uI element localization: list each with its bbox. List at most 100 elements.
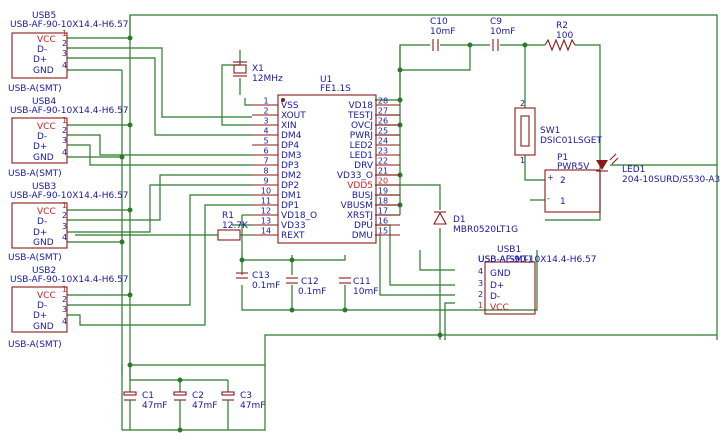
c3-plate-pos xyxy=(221,391,235,396)
d1-triangle xyxy=(433,211,447,225)
d1-value: MBR0520LT1G xyxy=(453,225,518,235)
led1-ray-1 xyxy=(609,153,617,161)
u1-pin-number: 24 xyxy=(378,137,388,146)
u1-pin-name: DP3 xyxy=(281,161,299,171)
r1-body xyxy=(217,229,241,241)
u1-pin-name: LED2 xyxy=(350,141,373,151)
capacitor-c1: C1 47mF xyxy=(123,380,167,430)
c11-value: 10mF xyxy=(353,287,378,297)
usb4-pin-dm: D- xyxy=(37,132,47,142)
u1-pin-number: 26 xyxy=(378,117,388,126)
sw1-value: DSIC01LSGET xyxy=(540,136,602,146)
wire-usb1-gnd xyxy=(419,250,455,271)
u1-pin-number: 9 xyxy=(263,177,268,186)
usb3-pinnum-2: 2 xyxy=(62,211,67,220)
wire-vd18 xyxy=(375,44,430,101)
u1-pin-name: DM2 xyxy=(281,171,301,181)
u1-pin-name: XRSTJ xyxy=(347,211,373,221)
connector-p1: P1 PWR5V 2 1 + - xyxy=(544,153,601,213)
c12-ref: C12 xyxy=(301,277,319,287)
usb1-pin-gnd: GND xyxy=(490,269,511,279)
usb4-pin-dp: D+ xyxy=(33,142,47,152)
wire-r2-right xyxy=(545,44,601,221)
u1-pin-number: 21 xyxy=(378,167,388,176)
junction-dot xyxy=(127,362,133,368)
c9-value: 10mF xyxy=(490,27,515,37)
x1-ref: X1 xyxy=(252,64,264,74)
p1-value: PWR5V xyxy=(557,162,590,172)
junction-dot xyxy=(289,257,295,263)
junction-dot xyxy=(397,67,403,73)
usb5-pin-dm: D- xyxy=(37,45,47,55)
c12-value: 0.1mF xyxy=(298,287,326,297)
c3-value: 47mF xyxy=(240,401,265,411)
c1-plate-pos xyxy=(123,391,137,396)
junction-dot xyxy=(127,122,133,128)
usb1-overlap-text: USB-A(SMT) xyxy=(478,255,532,265)
usb3-pinnum-1: 1 xyxy=(62,201,67,210)
sw1-pin-b: 1 xyxy=(520,156,525,165)
u1-pin-name: LED1 xyxy=(350,151,373,161)
capacitor-c10: C10 10mF xyxy=(430,17,455,51)
sw1-ref: SW1 xyxy=(540,126,560,136)
usb3-connector: USB3 USB-AF-90-10X14.4-H6.57 VCC D- D+ G… xyxy=(8,182,129,263)
usb2-pinnum-4: 4 xyxy=(62,317,67,326)
junction-dot xyxy=(239,257,245,263)
led1-ray-2 xyxy=(611,157,619,165)
u1-pin-name: BUSJ xyxy=(352,191,373,201)
usb4-pinnum-1: 1 xyxy=(62,116,67,125)
capacitor-c3: C3 47mF xyxy=(221,380,265,430)
junction-dot xyxy=(397,97,403,103)
u1-pin-number: 4 xyxy=(263,127,268,136)
crystal-body xyxy=(233,64,247,74)
u1-pin-number: 16 xyxy=(378,217,388,226)
usb3-ref: USB3 xyxy=(32,182,56,192)
u1-pin-name: XIN xyxy=(281,121,297,131)
usb3-pin-dm: D- xyxy=(37,217,47,227)
u1-pin-number: 5 xyxy=(263,137,268,146)
u1-body xyxy=(277,94,377,244)
u1-pin-name: DP2 xyxy=(281,181,299,191)
usb2-pinnum-1: 1 xyxy=(62,285,67,294)
u1-pin-name: DM3 xyxy=(281,151,301,161)
capacitor-c9: C9 10mF xyxy=(490,17,515,51)
u1-ref: U1 xyxy=(320,75,332,85)
wire-vss xyxy=(244,98,252,106)
wire-usb1-vcc xyxy=(444,302,455,340)
resistor-r2: R2 100 xyxy=(544,21,576,52)
usb1-pinnum-2: 2 xyxy=(478,290,483,299)
u1-pin-number: 10 xyxy=(261,187,271,196)
u1-pin-name: DMU xyxy=(352,231,373,241)
c10-value: 10mF xyxy=(430,27,455,37)
wire-usb5-dp xyxy=(67,57,252,136)
u1-pin-name: VDD5 xyxy=(347,181,373,191)
usb1-pin-vcc: VCC xyxy=(490,303,509,313)
wire-usb3-dp xyxy=(67,184,252,233)
junction-dot xyxy=(127,207,133,213)
usb5-footprint: USB-A(SMT) xyxy=(8,84,62,94)
diode-d1: D1 MBR0520LT1G xyxy=(433,211,518,235)
junction-dot xyxy=(127,35,133,41)
usb2-pin-gnd: GND xyxy=(33,322,54,332)
p1-ref: P1 xyxy=(557,153,568,163)
crystal-x1: X1 12MHz xyxy=(233,61,283,84)
wire-usb2-dp xyxy=(67,204,252,326)
u1-pin-name: VD33_O xyxy=(337,171,373,181)
junction-dot xyxy=(119,239,125,245)
usb5-pin-gnd: GND xyxy=(33,66,54,76)
c2-plate-pos xyxy=(173,391,187,396)
c10-ref: C10 xyxy=(430,17,448,27)
usb3-pinnum-3: 3 xyxy=(62,222,67,231)
u1-pin-number: 19 xyxy=(378,187,388,196)
u1-pin-name: DM1 xyxy=(281,191,301,201)
u1-pin-number: 17 xyxy=(378,207,388,216)
u1-pin-number: 28 xyxy=(378,97,388,106)
usb2-pin-vcc: VCC xyxy=(37,291,56,301)
junctions xyxy=(119,35,528,433)
u1-value: FE1.1S xyxy=(320,84,351,94)
junction-dot xyxy=(289,307,295,313)
usb5-body xyxy=(11,32,68,79)
